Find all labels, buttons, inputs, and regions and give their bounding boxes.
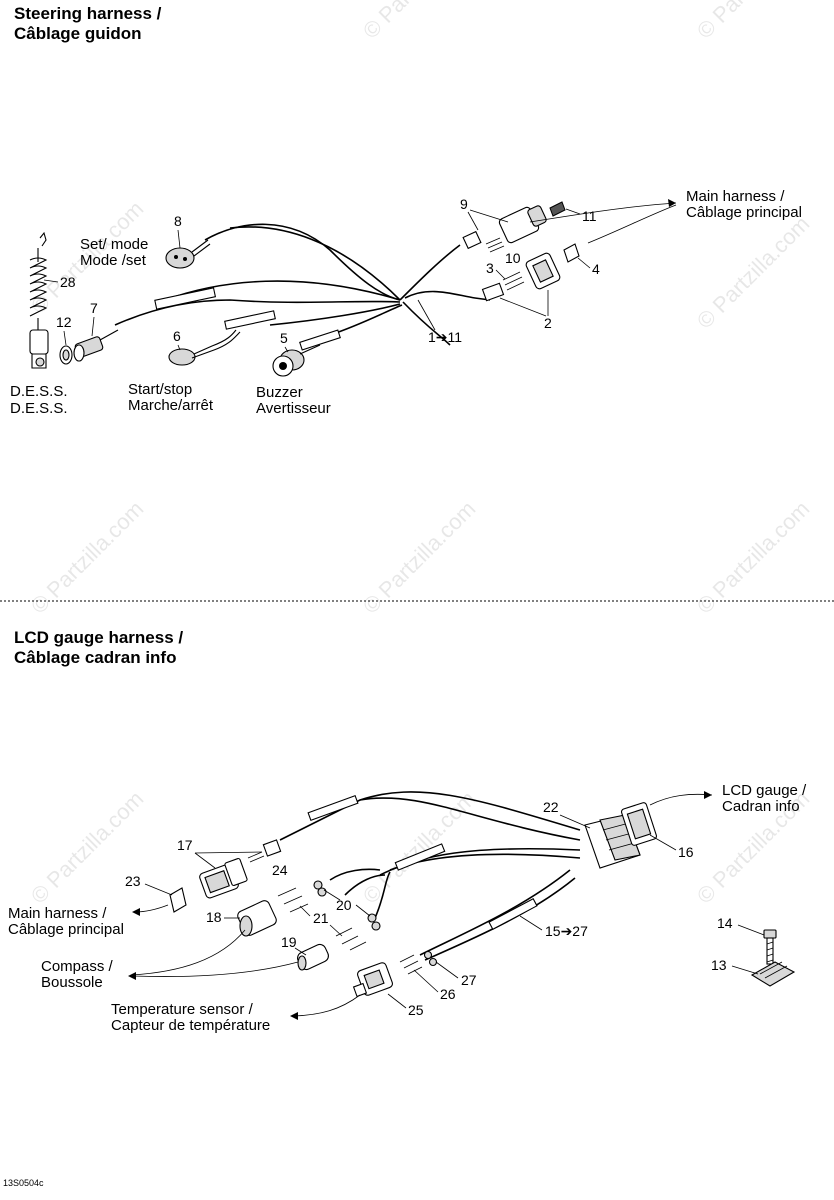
callout-2: 2	[544, 315, 552, 331]
callout-1-11: 1➔11	[428, 329, 462, 345]
callout-20: 20	[336, 897, 352, 913]
wire-sleeve	[488, 897, 538, 931]
watermark: © Partzilla.com	[26, 496, 149, 619]
callout-11: 11	[582, 208, 597, 224]
seal-4	[563, 243, 580, 263]
section-title-lcd-line1: LCD gauge harness /	[14, 628, 183, 647]
callout-12: 12	[56, 314, 72, 330]
wire-sleeve	[154, 287, 217, 310]
label-lcd-gauge-fr: Cadran info	[722, 798, 800, 815]
dess-post	[73, 329, 119, 362]
callout-16: 16	[678, 844, 694, 860]
set-mode-switch	[165, 239, 211, 269]
connector-9-housing	[462, 205, 547, 250]
terminal-11	[549, 201, 566, 217]
callout-28: 28	[60, 274, 76, 290]
temp-connector-25	[352, 962, 393, 998]
label-set-mode-fr: Mode /set	[80, 252, 147, 269]
dess-lanyard-coil	[29, 231, 49, 369]
callout-6: 6	[173, 328, 181, 344]
callout-13: 13	[711, 957, 727, 973]
label-main-harness-fr: Câblage principal	[686, 204, 802, 221]
wire-sleeve	[299, 329, 341, 351]
label-dess-fr: D.E.S.S.	[10, 400, 68, 417]
label-start-stop-en: Start/stop	[128, 381, 192, 398]
watermark: © Partzilla.com	[692, 0, 815, 44]
connector-17	[199, 858, 248, 899]
label-dess-en: D.E.S.S.	[10, 383, 68, 400]
label-temp-fr: Capteur de température	[111, 1017, 270, 1034]
compass-plug-19	[297, 943, 329, 971]
wire-sleeve	[307, 794, 359, 822]
dess-cap	[59, 345, 73, 365]
screw-14	[763, 929, 777, 965]
callout-27: 27	[461, 972, 477, 988]
callout-9: 9	[460, 196, 468, 212]
watermarks: © Partzilla.com © Partzilla.com © Partzi…	[26, 0, 815, 909]
clip-base-13	[750, 961, 796, 987]
callout-14: 14	[717, 915, 733, 931]
callout-3: 3	[486, 260, 494, 276]
section-title-lcd-line2: Câblage cadran info	[14, 648, 176, 667]
label-compass-fr: Boussole	[41, 974, 103, 991]
label-main-harness-lcd-fr: Câblage principal	[8, 921, 124, 938]
callout-7: 7	[90, 300, 98, 316]
label-buzzer-fr: Avertisseur	[256, 400, 331, 417]
callout-18: 18	[206, 909, 222, 925]
callout-4: 4	[592, 261, 600, 277]
callout-15-27: 15➔27	[545, 923, 588, 939]
label-start-stop-fr: Marche/arrêt	[128, 397, 214, 414]
callout-19: 19	[281, 934, 297, 950]
drawing-code: 13S0504c	[3, 1178, 44, 1188]
watermark: © Partzilla.com	[692, 496, 815, 619]
label-temp-en: Temperature sensor /	[111, 1001, 254, 1018]
seal-23	[169, 887, 187, 913]
watermark: © Partzilla.com	[358, 786, 481, 909]
lcd-wires	[279, 791, 581, 961]
watermark: © Partzilla.com	[358, 496, 481, 619]
label-lcd-gauge-en: LCD gauge /	[722, 782, 807, 799]
callout-26: 26	[440, 986, 456, 1002]
callout-5: 5	[280, 330, 288, 346]
pins-3	[502, 271, 525, 291]
terminals-21	[277, 887, 367, 951]
pins-10	[485, 237, 505, 253]
label-compass-en: Compass /	[41, 958, 114, 975]
label-set-mode-en: Set/ mode	[80, 236, 148, 253]
section-title-steering-line1: Steering harness /	[14, 4, 162, 23]
terminals-26	[399, 954, 423, 975]
wire-sleeve	[224, 310, 276, 330]
lcd-section: LCD gauge harness / Câblage cadran info …	[8, 628, 807, 1034]
callout-24: 24	[272, 862, 288, 878]
wire-sleeve	[394, 843, 446, 871]
connector-18	[237, 900, 277, 937]
gauge-seal-16	[620, 802, 658, 846]
callout-10: 10	[505, 250, 521, 266]
section-title-steering-line2: Câblage guidon	[14, 24, 142, 43]
callout-23: 23	[125, 873, 141, 889]
callout-25: 25	[408, 1002, 424, 1018]
watermark: © Partzilla.com	[26, 786, 149, 909]
label-main-harness-en: Main harness /	[686, 188, 785, 205]
watermark: © Partzilla.com	[692, 211, 815, 334]
callout-21: 21	[313, 910, 329, 926]
steering-wires	[114, 223, 491, 346]
seals-27	[423, 950, 438, 967]
buzzer	[272, 344, 321, 377]
callout-8: 8	[174, 213, 182, 229]
watermark: © Partzilla.com	[358, 0, 481, 44]
label-main-harness-lcd-en: Main harness /	[8, 905, 107, 922]
plug-24	[247, 839, 282, 863]
steering-section: Steering harness / Câblage guidon 8	[10, 4, 802, 417]
label-buzzer-en: Buzzer	[256, 384, 303, 401]
callout-22: 22	[543, 799, 559, 815]
callout-17: 17	[177, 837, 193, 853]
connector-2-housing	[481, 252, 561, 302]
start-stop-switch	[168, 329, 241, 366]
